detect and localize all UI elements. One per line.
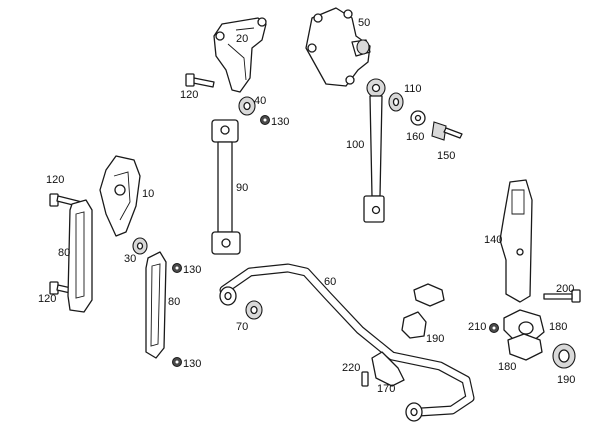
part-130-nut-mid [172, 263, 182, 273]
part-70-bushing [245, 300, 263, 320]
part-150-bolt [431, 121, 463, 141]
label-160: 160 [406, 131, 424, 143]
label-130: 130 [271, 116, 289, 128]
label-50: 50 [358, 17, 370, 29]
part-170-bracket [371, 351, 405, 387]
part-190-bushing-center [401, 283, 445, 339]
label-200: 200 [556, 283, 574, 295]
label-80: 80 [168, 296, 180, 308]
label-220: 220 [342, 362, 360, 374]
label-80: 80 [58, 247, 70, 259]
label-210: 210 [468, 321, 486, 333]
part-190-bushing-right [552, 343, 576, 369]
part-80-link-left [67, 199, 93, 313]
label-130: 130 [183, 264, 201, 276]
part-40-bushing [238, 96, 256, 116]
part-60-stabilizer-bar [219, 263, 475, 422]
part-110-bushing [388, 92, 404, 112]
part-10-bracket [99, 155, 141, 237]
part-160-washer [410, 110, 426, 126]
label-110: 110 [404, 83, 422, 95]
label-190: 190 [426, 333, 444, 345]
part-120-bolt-upper [185, 73, 215, 88]
label-40: 40 [254, 95, 266, 107]
part-180-clamp-lower [507, 333, 543, 361]
part-90-link [211, 119, 241, 255]
label-190: 190 [557, 374, 575, 386]
part-210-nut [489, 323, 499, 333]
label-10: 10 [142, 188, 154, 200]
part-100-link [363, 78, 386, 223]
label-90: 90 [236, 182, 248, 194]
part-50-plate [305, 7, 371, 87]
part-180-clamp-upper [503, 309, 545, 343]
label-180: 180 [498, 361, 516, 373]
label-20: 20 [236, 33, 248, 45]
label-140: 140 [484, 234, 502, 246]
label-150: 150 [437, 150, 455, 162]
label-130: 130 [183, 358, 201, 370]
label-170: 170 [377, 383, 395, 395]
label-120: 120 [46, 174, 64, 186]
part-20-bracket [213, 17, 267, 93]
part-30-bushing [132, 237, 148, 255]
part-130-nut-lower [172, 357, 182, 367]
label-60: 60 [324, 276, 336, 288]
label-30: 30 [124, 253, 136, 265]
label-100: 100 [346, 139, 364, 151]
part-130-nut-upper [260, 115, 270, 125]
label-180: 180 [549, 321, 567, 333]
callout-labels: 120 20 40 130 50 110 100 160 150 120 10 … [38, 17, 575, 395]
label-120: 120 [38, 293, 56, 305]
label-70: 70 [236, 321, 248, 333]
part-80-link-right [145, 251, 167, 359]
part-220-screw [361, 371, 369, 387]
part-140-bracket [499, 179, 533, 303]
part-200-bolt [543, 289, 581, 303]
label-120: 120 [180, 89, 198, 101]
